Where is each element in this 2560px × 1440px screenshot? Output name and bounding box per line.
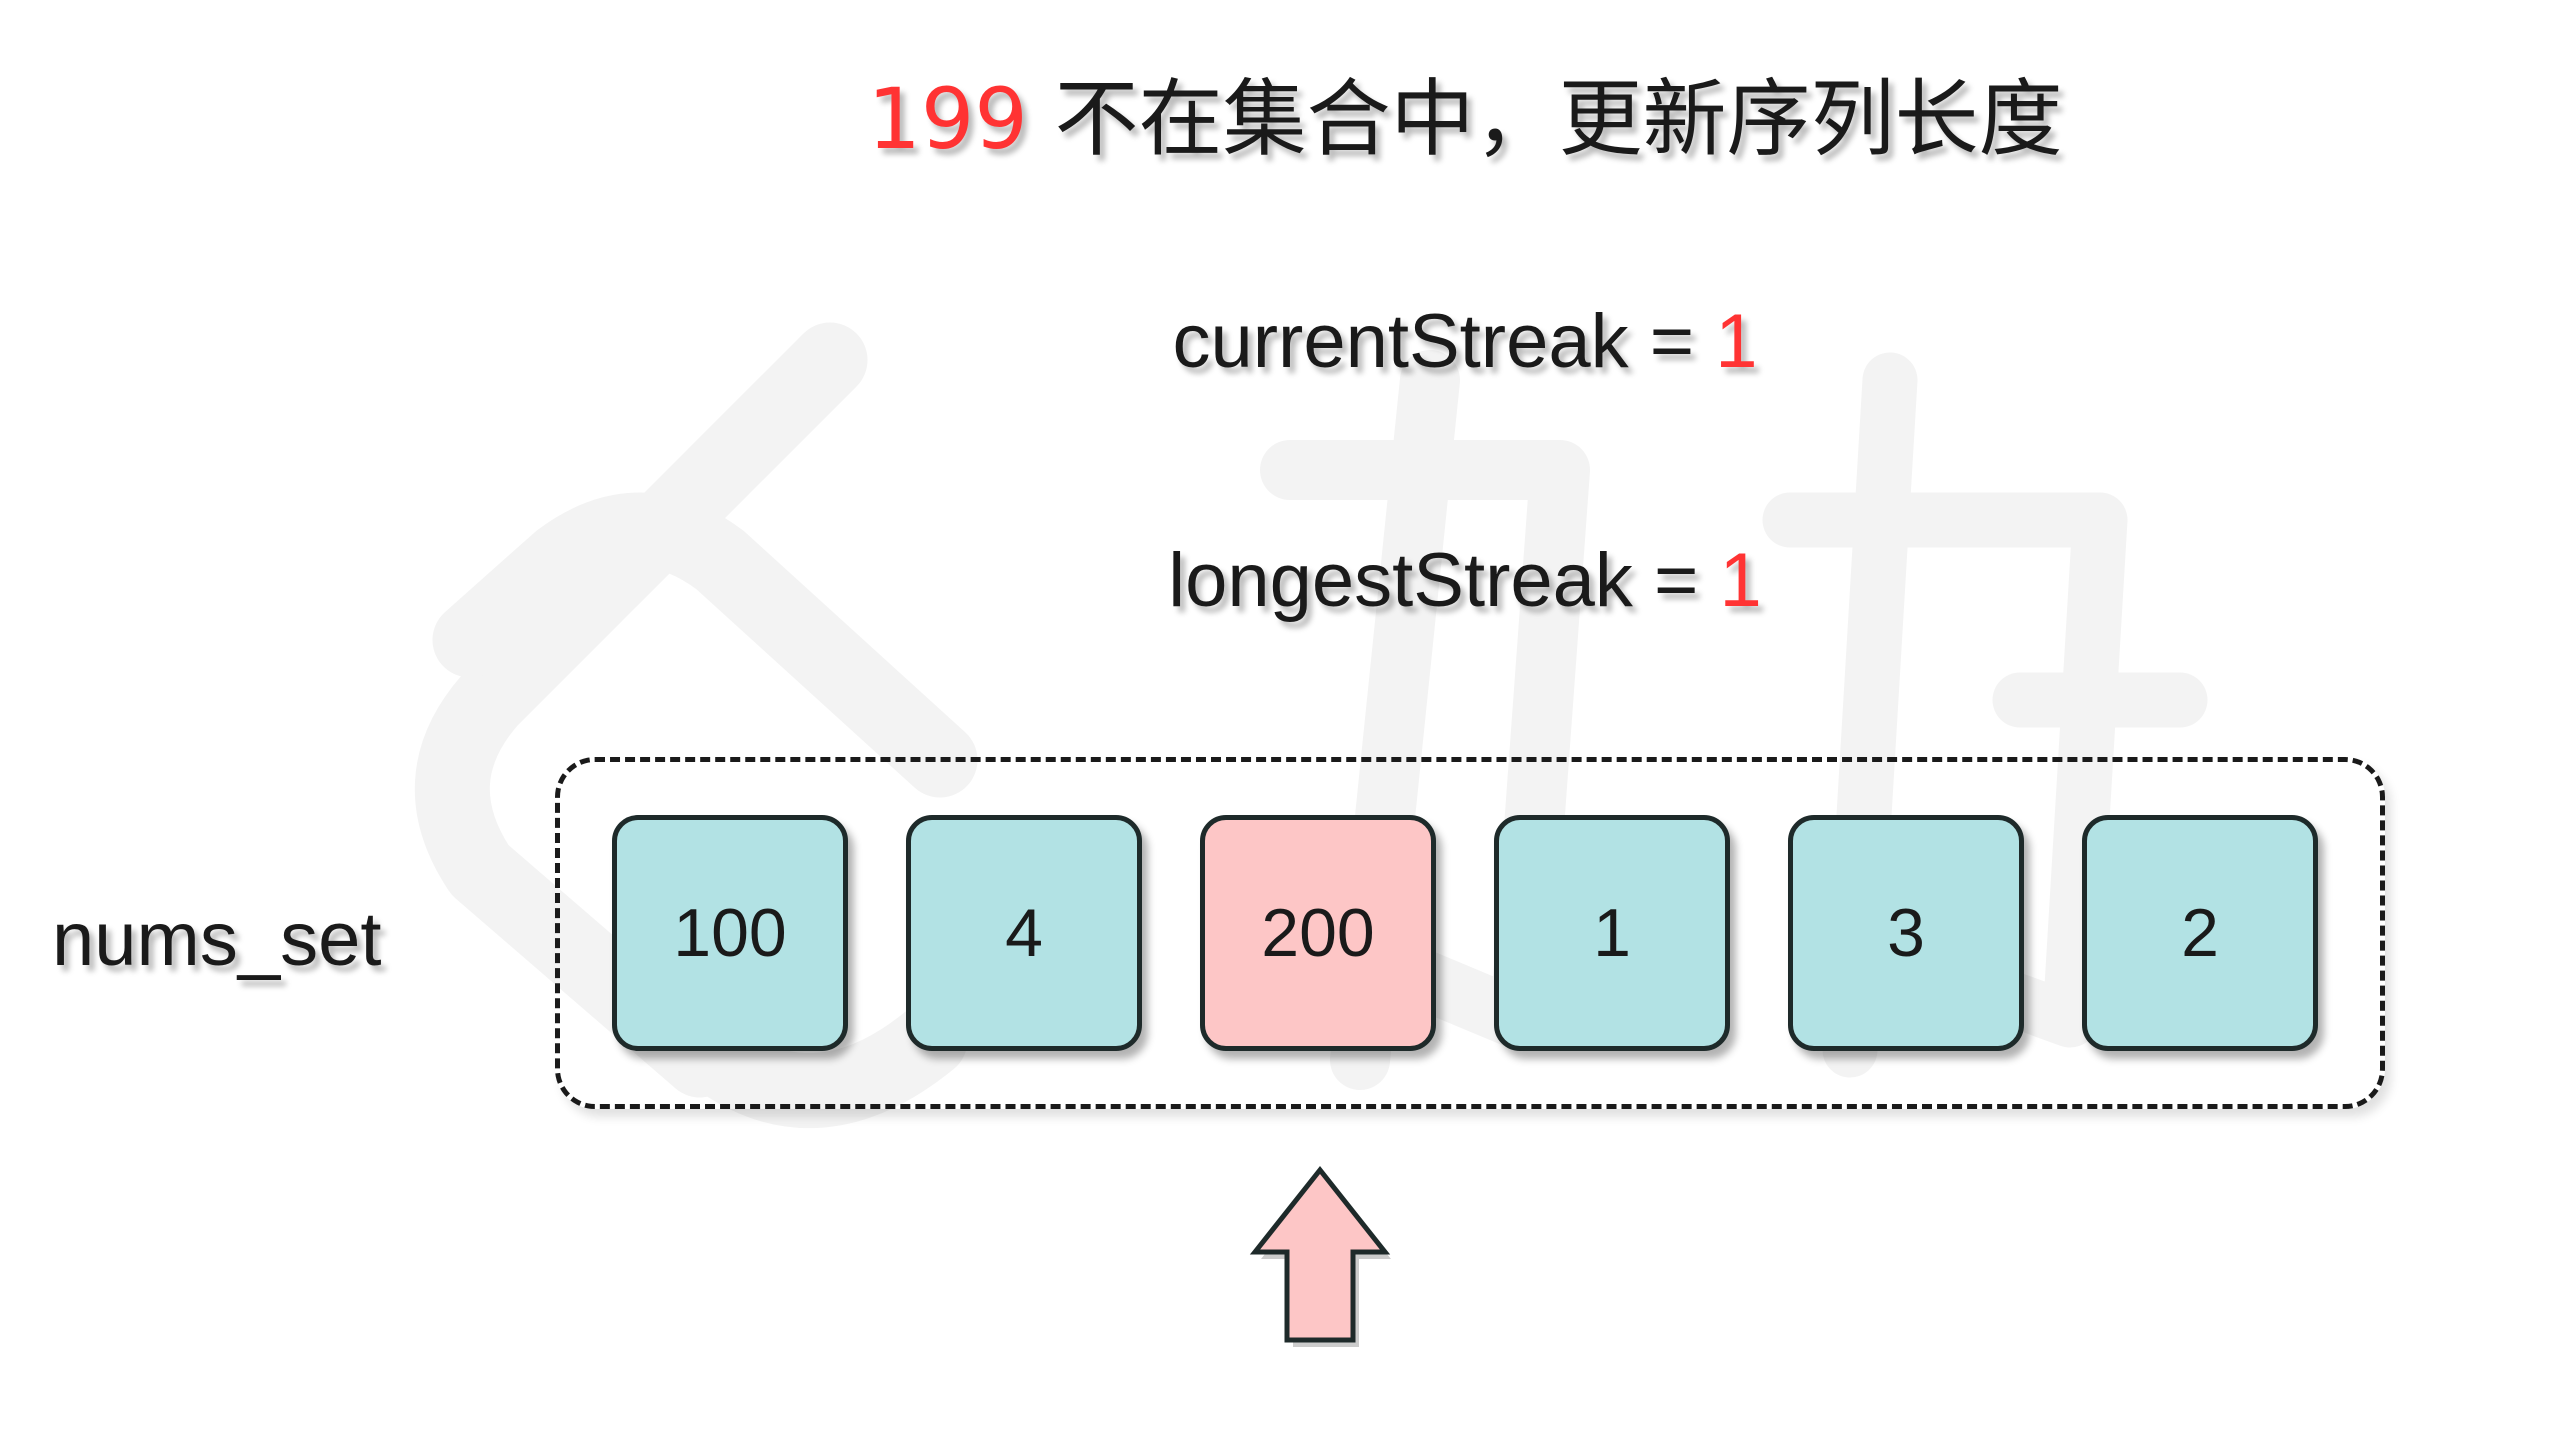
step-title: 199 不在集合中，更新序列长度 [0, 52, 2560, 173]
longest-streak-value: 1 [1719, 538, 1762, 623]
longest-streak-line: longestStreak = 1 [0, 537, 2560, 624]
current-streak-label: currentStreak = [1172, 299, 1716, 384]
title-text: 不在集合中，更新序列长度 [1027, 70, 2063, 168]
up-arrow-icon [1249, 1165, 1391, 1347]
longest-streak-label: longestStreak = [1168, 538, 1720, 623]
set-cell: 2 [2082, 815, 2318, 1051]
set-cell: 4 [906, 815, 1142, 1051]
current-streak-line: currentStreak = 1 [0, 298, 2560, 385]
nums-set-label: nums_set [52, 897, 382, 982]
set-cell: 200 [1200, 815, 1436, 1051]
set-cell: 100 [612, 815, 848, 1051]
current-streak-value: 1 [1715, 299, 1758, 384]
set-cell: 3 [1788, 815, 2024, 1051]
set-cell: 1 [1494, 815, 1730, 1051]
nums-set-frame [555, 757, 2385, 1109]
title-value: 199 [867, 70, 1028, 168]
